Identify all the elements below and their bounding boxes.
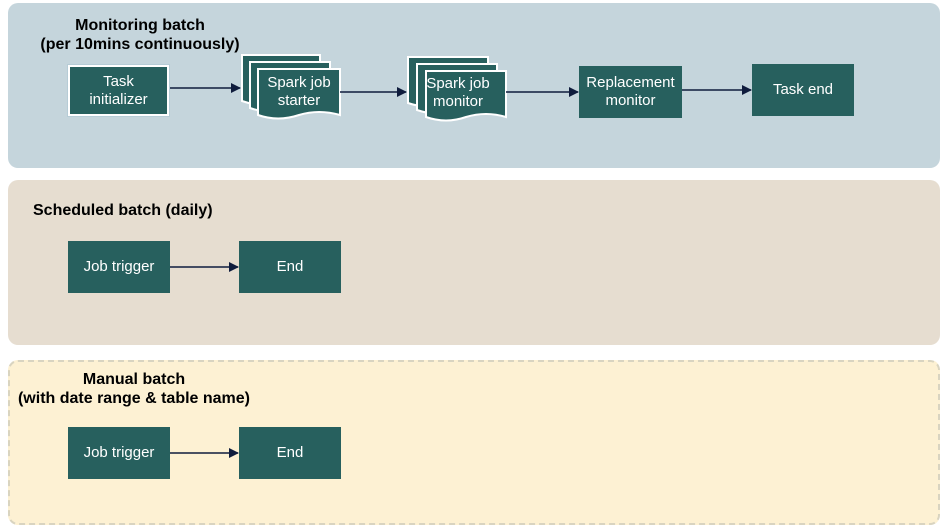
task-initializer-node: Task initializer bbox=[67, 64, 170, 117]
replacement-monitor-node: Replacement monitor bbox=[579, 66, 682, 118]
manual-batch-title: Manual batch (with date range & table na… bbox=[0, 370, 268, 408]
task-initializer-line1: Task bbox=[103, 72, 134, 90]
spark-job-starter-label-line1: Spark job bbox=[267, 74, 331, 91]
spark-job-monitor-label-line1: Spark job bbox=[426, 75, 490, 92]
scheduled-end-node: End bbox=[239, 241, 341, 293]
spark-job-monitor-label: Spark job monitor bbox=[418, 75, 498, 111]
spark-job-monitor-node bbox=[407, 56, 507, 122]
scheduled-batch-title: Scheduled batch (daily) bbox=[33, 202, 213, 219]
replacement-monitor-line1: Replacement bbox=[586, 74, 675, 91]
monitoring-batch-title-line2: (per 10mins continuously) bbox=[40, 36, 240, 53]
task-initializer-line2: initializer bbox=[89, 90, 148, 108]
spark-job-monitor-label-line2: monitor bbox=[432, 93, 484, 110]
task-end-node: Task end bbox=[752, 64, 854, 116]
spark-job-starter-label-line2: starter bbox=[277, 92, 321, 109]
spark-job-starter-node bbox=[241, 54, 341, 120]
manual-batch-title-line2: (with date range & table name) bbox=[17, 390, 251, 407]
scheduled-job-trigger-node: Job trigger bbox=[68, 241, 170, 293]
manual-batch-title-line1: Manual batch bbox=[82, 371, 186, 388]
monitoring-batch-title: Monitoring batch (per 10mins continuousl… bbox=[20, 16, 260, 54]
spark-job-starter-label: Spark job starter bbox=[252, 74, 346, 110]
manual-end-node: End bbox=[239, 427, 341, 479]
manual-job-trigger-node: Job trigger bbox=[68, 427, 170, 479]
replacement-monitor-line2: monitor bbox=[605, 92, 656, 109]
monitoring-batch-title-line1: Monitoring batch bbox=[75, 17, 205, 34]
